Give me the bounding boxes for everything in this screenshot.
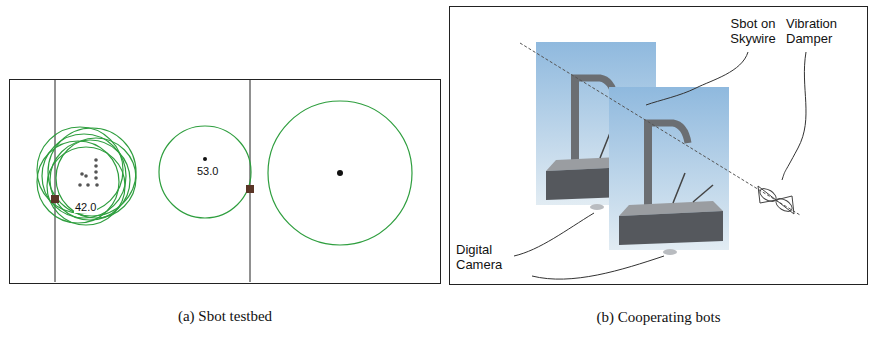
figure-panel: (b) Cooperating bots: [449, 6, 868, 328]
leader-line: [514, 52, 806, 279]
reading-value: 53.0: [196, 165, 219, 177]
testbed-plot: [37, 80, 412, 282]
sbot-render: [609, 87, 729, 255]
skywire: [520, 43, 800, 215]
panel-frame: [449, 6, 868, 285]
callout-label: Sbot on Skywire: [718, 16, 788, 46]
panel-caption: (a) Sbot testbed: [9, 308, 441, 325]
callout-label: Digital Camera: [456, 242, 512, 272]
panel-frame: [9, 79, 441, 284]
callout-label: Vibration Damper: [786, 16, 862, 46]
vibration-damper: [758, 186, 795, 214]
panel-caption: (b) Cooperating bots: [449, 309, 868, 326]
reading-value: 42.0: [74, 201, 97, 213]
